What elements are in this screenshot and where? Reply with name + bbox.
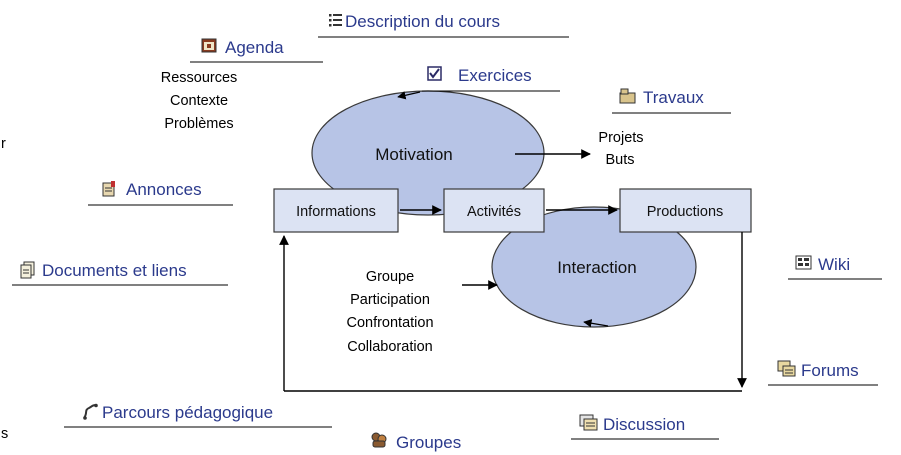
link-label: Travaux <box>643 88 704 107</box>
link-travaux[interactable]: Travaux <box>612 88 731 114</box>
link-label: Wiki <box>818 255 850 274</box>
link-label: Discussion <box>603 415 685 434</box>
label-problemes: Problèmes <box>164 116 233 132</box>
link-wiki[interactable]: Wiki <box>788 255 882 280</box>
announcement-icon <box>102 181 115 197</box>
edge-label-top: r <box>1 136 6 152</box>
label-contexte: Contexte <box>170 93 228 109</box>
motivation-cycle-arrow <box>397 91 421 100</box>
link-documents-et-liens[interactable]: Documents et liens <box>12 261 228 286</box>
label-confrontation: Confrontation <box>346 315 433 331</box>
informations-box <box>273 188 399 233</box>
link-annonces[interactable]: Annonces <box>88 180 233 206</box>
link-parcours-pedagogique[interactable]: Parcours pédagogique <box>64 403 332 428</box>
link-groupes[interactable]: Groupes <box>371 432 461 452</box>
wiki-icon <box>795 255 812 270</box>
link-label: Documents et liens <box>42 261 187 280</box>
informations-box-label: Informations <box>296 204 376 220</box>
link-label: Exercices <box>458 66 532 85</box>
productions-box-label: Productions <box>647 204 724 220</box>
link-label: Agenda <box>225 38 284 57</box>
link-label: Annonces <box>126 180 202 199</box>
interaction-cycle <box>491 206 697 328</box>
interaction-cycle-arrow <box>583 319 609 328</box>
link-exercices[interactable]: Exercices <box>422 66 560 92</box>
interaction-label: Interaction <box>557 258 636 277</box>
discussion-icon <box>579 414 598 431</box>
documents-icon <box>20 261 35 279</box>
path-icon <box>83 403 98 420</box>
forum-icon <box>777 360 796 377</box>
edge-label-bottom: s <box>1 426 8 442</box>
productions-box <box>619 188 752 233</box>
folder-icon <box>619 88 636 104</box>
link-label: Forums <box>801 361 859 380</box>
link-description-du-cours[interactable]: Description du cours <box>318 12 569 38</box>
link-label: Groupes <box>396 433 461 452</box>
link-agenda[interactable]: Agenda <box>190 38 323 63</box>
activites-box-label: Activités <box>467 204 521 220</box>
label-ressources: Ressources <box>161 70 238 86</box>
link-label: Description du cours <box>345 12 500 31</box>
link-label: Parcours pédagogique <box>102 403 273 422</box>
label-groupe: Groupe <box>366 269 414 285</box>
link-forums[interactable]: Forums <box>768 360 878 386</box>
label-collaboration: Collaboration <box>347 339 432 355</box>
activites-box <box>443 188 545 233</box>
checkbox-icon <box>427 66 442 81</box>
motivation-label: Motivation <box>375 145 452 164</box>
list-icon <box>329 14 342 27</box>
link-discussion[interactable]: Discussion <box>571 414 719 440</box>
group-icon <box>371 432 387 448</box>
label-projets: Projets <box>598 130 643 146</box>
calendar-icon <box>201 38 217 53</box>
label-participation: Participation <box>350 292 430 308</box>
label-buts: Buts <box>605 152 634 168</box>
